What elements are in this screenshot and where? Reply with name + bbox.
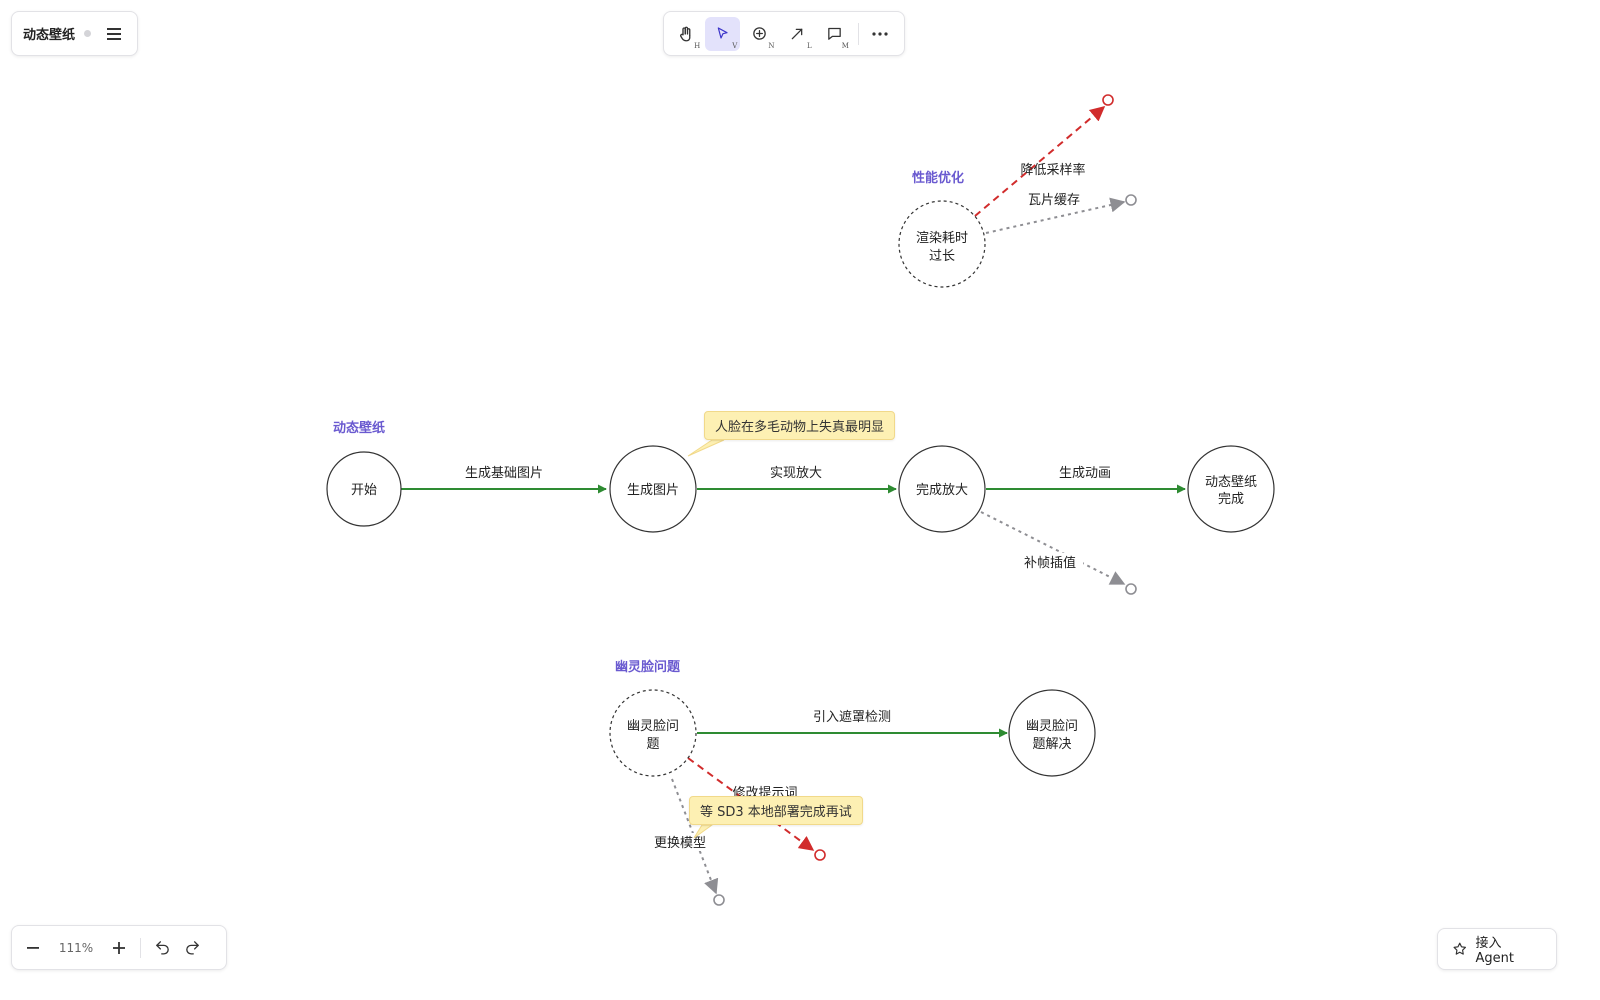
edge-end-handle[interactable] (713, 894, 725, 906)
edge-end-handle[interactable] (1102, 94, 1114, 106)
edge-label: 生成动画 (1059, 466, 1111, 481)
group-label-performance: 性能优化 (912, 170, 964, 186)
hamburger-icon (107, 27, 121, 40)
undo-icon (155, 941, 169, 955)
connect-agent-label: 接入 Agent (1475, 936, 1514, 966)
zoom-level[interactable]: 111% (58, 940, 94, 955)
redo-icon (185, 941, 199, 955)
tool-toolbar: H V N L M (663, 11, 905, 56)
edge-lower-sample-rate[interactable]: 降低采样率 (974, 94, 1114, 217)
shortcut-key: M (841, 41, 849, 50)
add-node-icon (753, 27, 767, 40)
more-icon (872, 31, 889, 36)
node-label-line: 题 (646, 737, 659, 752)
document-panel: 动态壁纸 (11, 11, 138, 56)
plus-icon (113, 941, 125, 954)
undo-button[interactable] (147, 933, 177, 963)
shortcut-key: V (732, 41, 738, 50)
pointer-icon (717, 26, 728, 39)
note-face-distortion[interactable]: 人脸在多毛动物上失真最明显 (704, 411, 896, 440)
note-tail (687, 439, 725, 457)
edge-label: 更换模型 (654, 836, 706, 851)
node-generate-image[interactable]: 生成图片 (609, 445, 697, 533)
node-start[interactable]: 开始 (326, 451, 402, 527)
edge-end-handle[interactable] (1125, 583, 1137, 595)
more-button[interactable] (863, 17, 898, 51)
group-label-ghost-face: 幽灵脸问题 (615, 659, 681, 675)
node-label-line: 动态壁纸 (1205, 475, 1257, 490)
node-label-line: 完成 (1218, 492, 1244, 507)
redo-button[interactable] (177, 933, 207, 963)
node-ghost-face[interactable]: 幽灵脸问 题 (609, 689, 697, 777)
edge-label: 生成基础图片 (465, 466, 543, 481)
node-wallpaper-done[interactable]: 动态壁纸 完成 (1187, 445, 1275, 533)
edge-label: 降低采样率 (1020, 162, 1085, 178)
node-ghost-face-solved[interactable]: 幽灵脸问 题解决 (1008, 689, 1096, 777)
edge-upscale[interactable]: 实现放大 (697, 466, 897, 494)
zoom-divider (140, 937, 141, 958)
edge-end-handle[interactable] (1125, 194, 1137, 206)
connector-icon (791, 28, 803, 39)
zoom-out-button[interactable] (18, 933, 48, 963)
select-tool-button[interactable]: V (705, 16, 741, 51)
note-wait-sd3[interactable]: 等 SD3 本地部署完成再试 (689, 796, 863, 825)
minus-icon (27, 946, 39, 949)
document-title[interactable]: 动态壁纸 (23, 28, 76, 43)
node-label-line: 渲染耗时 (916, 231, 968, 246)
node-label-line: 完成放大 (916, 483, 968, 498)
connector-tool-button[interactable]: L (780, 17, 815, 51)
node-label-line: 幽灵脸问 (627, 719, 679, 734)
edge-label: 实现放大 (770, 466, 822, 481)
save-status-dot (84, 30, 92, 37)
shortcut-key: H (694, 41, 701, 50)
hand-icon (679, 26, 691, 41)
edge-generate-base-image[interactable]: 生成基础图片 (401, 466, 607, 494)
zoom-in-button[interactable] (104, 933, 134, 963)
shortcut-key: N (768, 41, 775, 50)
shortcut-key: L (807, 41, 812, 50)
edge-tile-cache[interactable]: 瓦片缓存 (985, 193, 1137, 234)
node-label-line: 开始 (351, 483, 377, 498)
edge-generate-animation[interactable]: 生成动画 (986, 466, 1186, 494)
node-render-slow[interactable]: 渲染耗时 过长 (898, 200, 986, 288)
group-label-live-wallpaper: 动态壁纸 (333, 420, 385, 436)
node-label-line: 过长 (929, 249, 955, 264)
zoom-controls: 111% (11, 925, 227, 970)
edge-label: 引入遮罩检测 (813, 709, 891, 725)
node-label-line: 生成图片 (627, 483, 679, 498)
menu-button[interactable] (102, 22, 126, 46)
edge-end-handle[interactable] (814, 849, 826, 861)
edge-label: 补帧插值 (1024, 555, 1076, 571)
edge-change-model[interactable]: 更换模型 (649, 778, 725, 906)
hand-tool-button[interactable]: H (668, 17, 703, 51)
note-tail (693, 824, 714, 839)
node-upscale-done[interactable]: 完成放大 (898, 445, 986, 533)
node-label-line: 题解决 (1032, 737, 1071, 752)
edge-label: 瓦片缓存 (1028, 193, 1080, 208)
add-node-tool-button[interactable]: N (742, 17, 777, 51)
star-icon (1453, 942, 1467, 955)
edge-frame-interpolation[interactable]: 补帧插值 (980, 511, 1137, 595)
edge-mask-detection[interactable]: 引入遮罩检测 (697, 709, 1008, 738)
comment-icon (827, 27, 841, 40)
toolbar-divider (857, 22, 859, 45)
connect-agent-button[interactable]: 接入 Agent (1437, 928, 1557, 970)
node-label-line: 幽灵脸问 (1026, 719, 1078, 734)
comment-tool-button[interactable]: M (817, 17, 852, 51)
